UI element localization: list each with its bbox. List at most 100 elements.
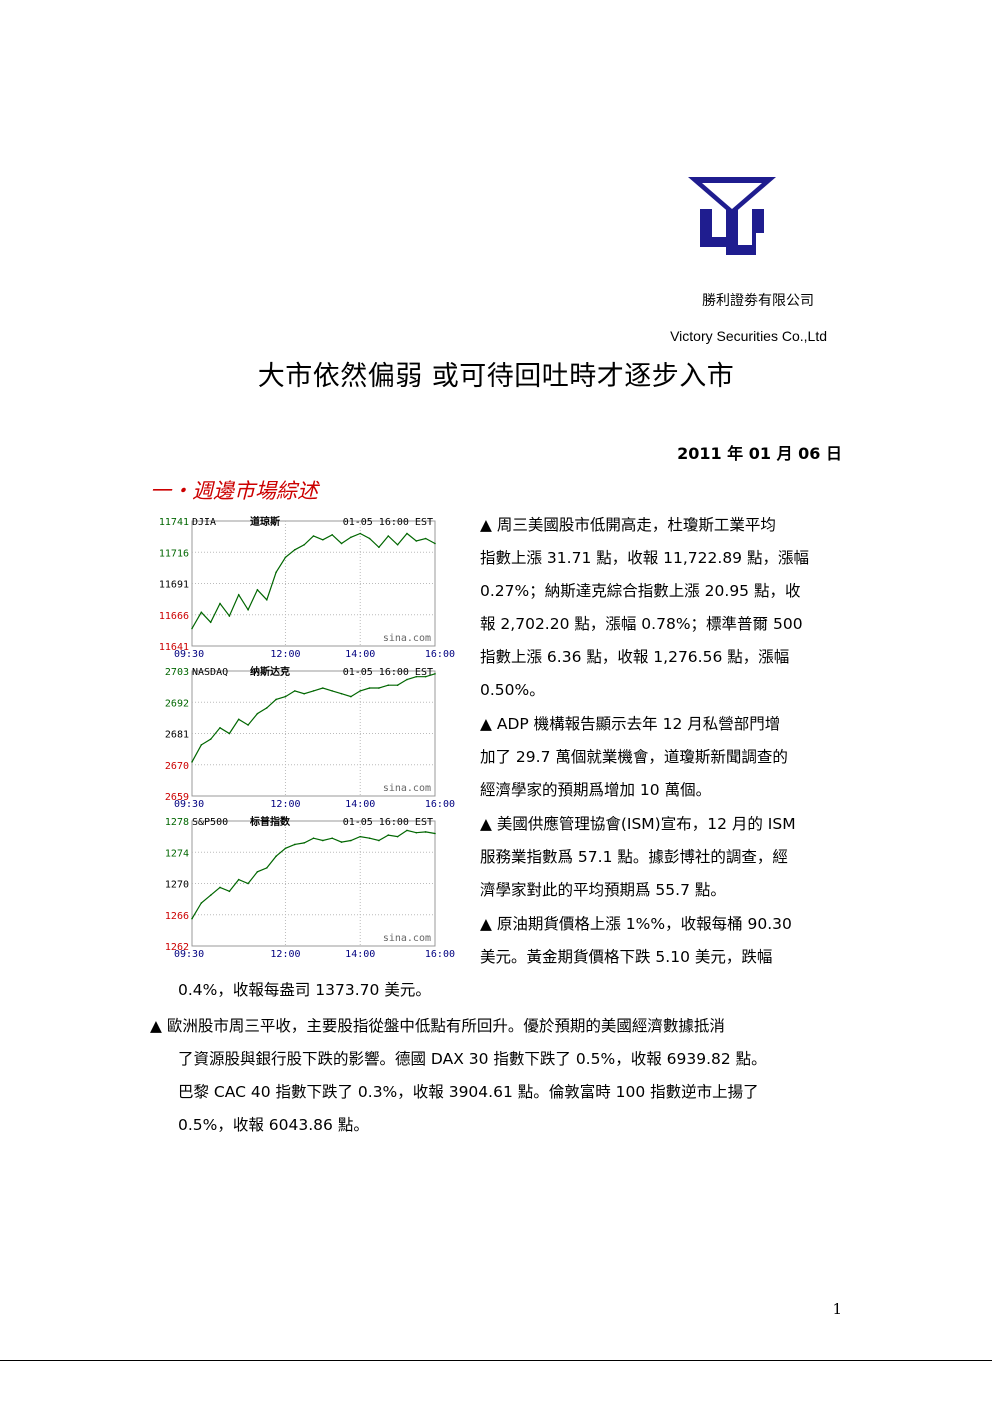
paragraph-ism: ▲ 美國供應管理協會(ISM)宣布，12 月的 ISM 服務業指數爲 57.1 … xyxy=(480,808,842,907)
data-point xyxy=(265,707,268,709)
page-title: 大市依然偏弱 或可待回吐時才逐步入市 xyxy=(257,361,735,392)
data-point xyxy=(359,690,362,692)
data-point xyxy=(396,543,399,546)
text-line: ▲ 美國供應管理協會(ISM)宣布，12 月的 ISM xyxy=(480,815,796,833)
text-line: 濟學家對此的平均預期爲 55.7 點。 xyxy=(480,881,726,899)
data-point xyxy=(359,532,362,535)
chart-name: 纳斯达克 xyxy=(250,665,290,678)
paragraph-commodities: ▲ 原油期貨價格上漲 1%%，收報每桶 90.30 美元。黃金期貨價格下跌 5.… xyxy=(480,908,842,974)
data-point xyxy=(322,839,324,842)
x-tick-label: 14:00 xyxy=(345,949,375,960)
data-point xyxy=(303,543,305,546)
y-tick-label: 1274 xyxy=(165,848,189,859)
data-point xyxy=(237,878,240,881)
data-point xyxy=(265,867,268,869)
y-tick-label: 11641 xyxy=(159,642,189,653)
data-point xyxy=(284,847,287,850)
paragraph-us-stocks: ▲ 周三美國股市低開高走，杜瓊斯工業平均 指數上漲 31.71 點，收報 11,… xyxy=(480,509,842,707)
plot-area xyxy=(191,820,436,947)
data-point xyxy=(209,894,212,897)
data-point xyxy=(378,687,380,689)
text-line: ▲ ADP 機構報告顯示去年 12 月私營部門增 xyxy=(480,715,781,733)
y-tick-label: 2659 xyxy=(165,792,189,803)
data-point xyxy=(256,588,259,591)
section-title: 一・週邊市場綜述 xyxy=(150,479,318,503)
text-line: 經濟學家的預期爲增加 10 萬個。 xyxy=(480,781,712,799)
data-point xyxy=(228,615,231,617)
data-point xyxy=(424,831,427,833)
text-line: 0.5%，收報 6043.86 點。 xyxy=(178,1116,369,1134)
data-point xyxy=(368,537,371,540)
y-tick-label: 2681 xyxy=(165,730,189,741)
data-point xyxy=(275,855,277,857)
y-tick-label: 2670 xyxy=(165,761,189,772)
text-line: 指數上漲 31.71 點，收報 11,722.89 點，漲幅 xyxy=(480,549,809,567)
x-tick-label: 16:00 xyxy=(425,949,455,960)
data-point xyxy=(200,902,203,904)
x-tick-label: 16:00 xyxy=(425,799,455,810)
x-tick-label: 12:00 xyxy=(270,949,300,960)
data-point xyxy=(387,684,390,687)
data-point xyxy=(340,542,343,545)
company-name-cn: 勝利證劵有限公司 xyxy=(702,293,814,309)
y-tick-label: 2692 xyxy=(165,698,189,709)
data-point xyxy=(415,540,418,542)
data-point xyxy=(191,761,193,763)
data-point xyxy=(396,835,399,838)
x-tick-label: 14:00 xyxy=(345,649,375,660)
data-point xyxy=(191,627,193,630)
chart-timestamp: 01-05 16:00 EST xyxy=(343,517,433,528)
x-tick-label: 12:00 xyxy=(270,799,300,810)
data-point xyxy=(265,598,268,601)
x-tick-label: 12:00 xyxy=(270,649,300,660)
data-point xyxy=(284,695,287,698)
company-name-en: Victory Securities Co.,Ltd xyxy=(670,328,827,344)
y-tick-label: 1270 xyxy=(165,880,189,891)
data-point xyxy=(256,712,259,715)
data-point xyxy=(434,673,436,675)
data-point xyxy=(303,842,305,844)
x-tick-label: 09:30 xyxy=(174,949,204,960)
data-point xyxy=(415,675,418,678)
text-line: ▲ 周三美國股市低開高走，杜瓊斯工業平均 xyxy=(480,516,776,534)
chart-watermark: sina.com xyxy=(383,633,431,644)
text-line: ▲ 原油期貨價格上漲 1%%，收報每桶 90.30 xyxy=(480,915,792,933)
x-tick-label: 09:30 xyxy=(174,649,204,660)
data-point xyxy=(312,690,315,692)
data-point xyxy=(191,917,193,920)
data-point xyxy=(219,886,221,889)
data-point xyxy=(350,839,352,842)
data-point xyxy=(350,536,352,539)
text-line: 指數上漲 6.36 點，收報 1,276.56 點，漲幅 xyxy=(480,648,790,666)
data-point xyxy=(359,835,362,838)
data-point xyxy=(424,675,427,678)
data-point xyxy=(228,732,231,735)
data-point xyxy=(247,724,249,726)
paragraph-adp: ▲ ADP 機構報告顯示去年 12 月私營部門增 加了 29.7 萬個就業機會，… xyxy=(480,708,842,807)
report-date: 2011 年 01 月 06 日 xyxy=(677,444,842,463)
chart-watermark: sina.com xyxy=(383,783,431,794)
data-point xyxy=(209,621,212,624)
text-line: ▲ 歐洲股市周三平收，主要股指從盤中低點有所回升。優於預期的美國經濟數據抵消 xyxy=(150,1017,725,1035)
data-point xyxy=(237,593,240,596)
data-point xyxy=(434,832,436,835)
plot-area xyxy=(191,670,436,797)
data-point xyxy=(294,843,296,846)
paragraph-commodities-tail: 0.4%，收報每盎司 1373.70 美元。 xyxy=(178,981,431,999)
data-point xyxy=(350,695,352,698)
data-point xyxy=(256,870,259,873)
data-point xyxy=(396,684,399,687)
y-tick-label: 2703 xyxy=(165,667,189,678)
text-line: 巴黎 CAC 40 指數下跌了 0.3%，收報 3904.61 點。倫敦富時 1… xyxy=(178,1083,759,1101)
data-point xyxy=(387,834,390,836)
chart-timestamp: 01-05 16:00 EST xyxy=(343,667,433,678)
chart-name: 标普指数 xyxy=(249,815,291,828)
data-point xyxy=(200,744,203,746)
data-point xyxy=(340,841,343,843)
data-point xyxy=(237,718,240,721)
data-point xyxy=(247,608,249,611)
x-tick-label: 14:00 xyxy=(345,799,375,810)
